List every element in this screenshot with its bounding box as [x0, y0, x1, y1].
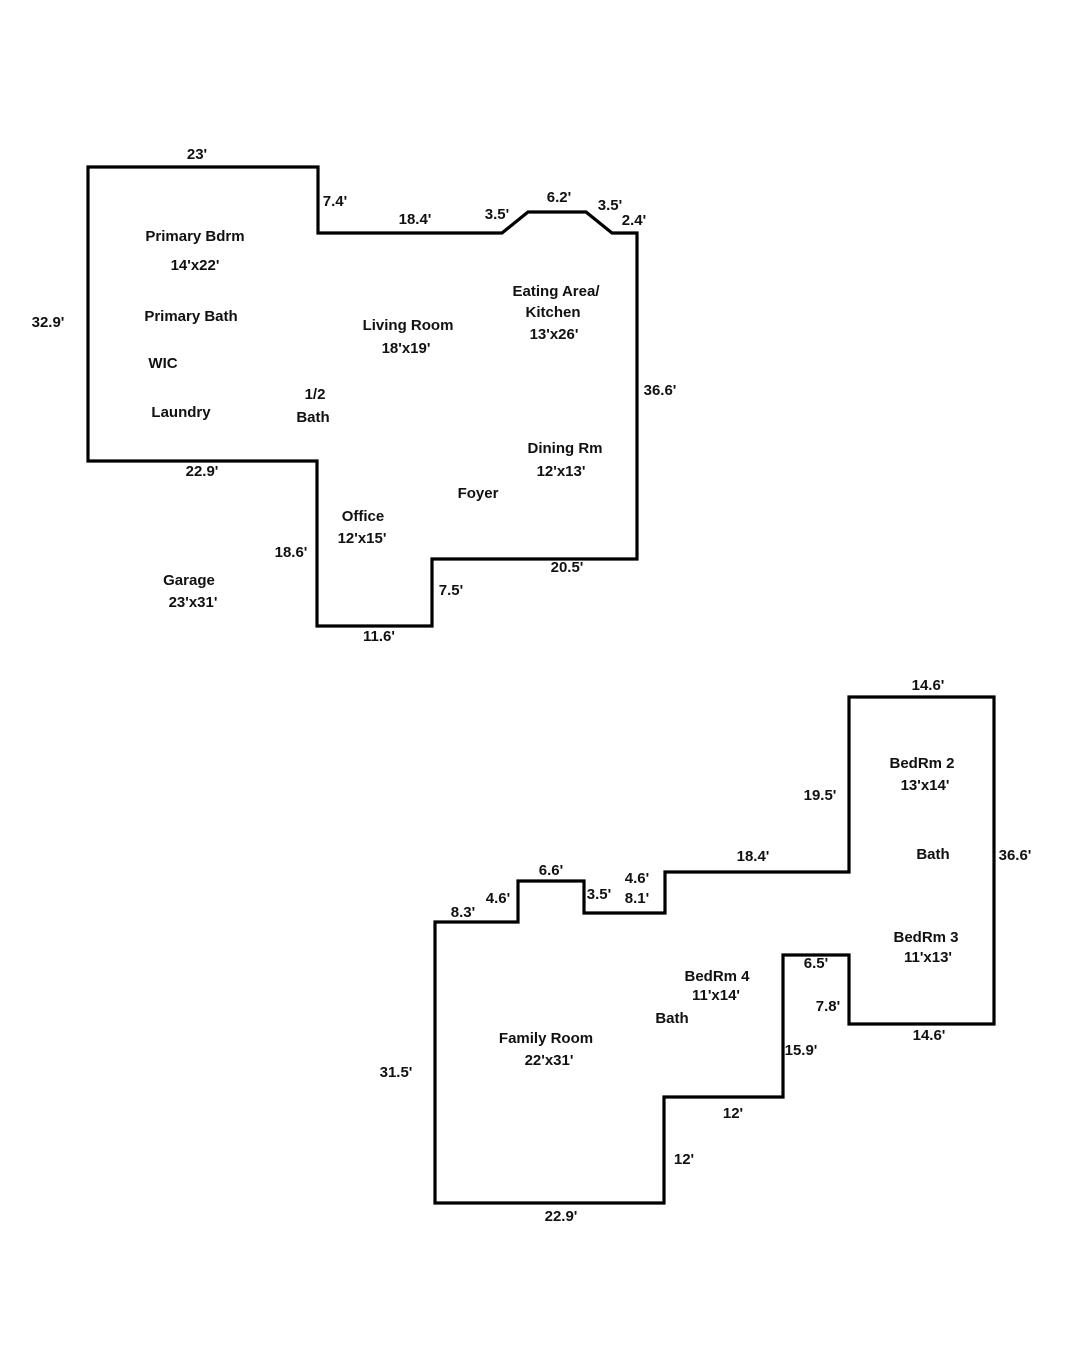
dim-main-top: 23' — [187, 146, 207, 163]
room-family-room-name: Family Room — [499, 1030, 593, 1047]
dim-main-office-bottom: 11.6' — [363, 628, 395, 645]
dim-upper-notch-right: 3.5' — [587, 886, 611, 903]
dim-main-bay-left-diag: 3.5' — [485, 206, 509, 223]
room-garage-name: Garage — [163, 572, 215, 589]
upper-floor-rooms: BedRm 2 13'x14' Bath BedRm 3 11'x13' Bed… — [499, 755, 959, 1069]
dim-upper-bed4-top: 6.5' — [804, 955, 828, 972]
room-dining-rm-name: Dining Rm — [528, 440, 603, 457]
dim-main-bay-right-diag: 3.5' — [598, 197, 622, 214]
dim-main-upper-run: 18.4' — [399, 211, 432, 228]
upper-floor-dimensions: 14.6' 19.5' 36.6' 18.4' 4.6' 8.1' 6.6' 3… — [380, 677, 1032, 1225]
dim-upper-family-left: 31.5' — [380, 1064, 413, 1081]
room-half-bath-line2: Bath — [296, 409, 329, 426]
room-half-bath-line1: 1/2 — [305, 386, 326, 403]
room-garage-size: 23'x31' — [169, 594, 218, 611]
room-primary-bdrm-name: Primary Bdrm — [145, 228, 244, 245]
room-bedrm2-name: BedRm 2 — [889, 755, 954, 772]
dim-main-bay-right-run: 2.4' — [622, 212, 646, 229]
dim-upper-notch-top: 6.6' — [539, 862, 563, 879]
room-wing-bath: Bath — [916, 846, 949, 863]
room-bedrm2-size: 13'x14' — [901, 777, 950, 794]
main-floor-plan: 23' 7.4' 18.4' 3.5' 6.2' 3.5' 2.4' 32.9'… — [32, 146, 677, 645]
dim-upper-inner-right-high: 15.9' — [785, 1042, 818, 1059]
main-floor-dimensions: 23' 7.4' 18.4' 3.5' 6.2' 3.5' 2.4' 32.9'… — [32, 146, 677, 645]
dim-upper-notch-left: 4.6' — [486, 890, 510, 907]
dim-main-bay-top: 6.2' — [547, 189, 571, 206]
dim-upper-inner-step: 12' — [723, 1105, 743, 1122]
room-living-room-size: 18'x19' — [382, 340, 431, 357]
dim-upper-wing-right: 36.6' — [999, 847, 1032, 864]
dim-upper-step-up-b: 8.1' — [625, 890, 649, 907]
room-wic: WIC — [148, 355, 177, 372]
dim-main-office-left: 18.6' — [275, 544, 308, 561]
dim-upper-wing-top: 14.6' — [912, 677, 945, 694]
upper-floor-plan: 14.6' 19.5' 36.6' 18.4' 4.6' 8.1' 6.6' 3… — [380, 677, 1032, 1225]
upper-floor-outline — [433, 695, 996, 1205]
room-office-name: Office — [342, 508, 385, 525]
dim-main-right-side: 36.6' — [644, 382, 677, 399]
room-bedrm3-name: BedRm 3 — [893, 929, 958, 946]
main-floor-rooms: Primary Bdrm 14'x22' Primary Bath WIC La… — [144, 228, 602, 611]
dim-upper-connector-run: 18.4' — [737, 848, 770, 865]
room-bedrm4-name: BedRm 4 — [684, 968, 750, 985]
room-primary-bdrm-size: 14'x22' — [171, 257, 220, 274]
dim-main-front-bottom: 20.5' — [551, 559, 584, 576]
room-primary-bath: Primary Bath — [144, 308, 237, 325]
room-dining-rm-size: 12'x13' — [537, 463, 586, 480]
room-eating-area-line1: Eating Area/ — [513, 283, 601, 300]
dim-main-left-side: 32.9' — [32, 314, 65, 331]
room-living-room-name: Living Room — [363, 317, 454, 334]
room-foyer: Foyer — [458, 485, 499, 502]
room-office-size: 12'x15' — [338, 530, 387, 547]
room-eating-area-size: 13'x26' — [530, 326, 579, 343]
room-laundry: Laundry — [151, 404, 211, 421]
dim-upper-inner-right-low: 12' — [674, 1151, 694, 1168]
dim-main-lower-left-run: 22.9' — [186, 463, 219, 480]
dim-upper-wing-left: 19.5' — [804, 787, 837, 804]
main-floor-outline — [86, 165, 639, 628]
room-family-room-size: 22'x31' — [525, 1052, 574, 1069]
dim-upper-wing-bottom: 14.6' — [913, 1027, 946, 1044]
dim-upper-bed3-step: 7.8' — [816, 998, 840, 1015]
room-bedrm3-size: 11'x13' — [904, 949, 952, 966]
room-eating-area-line2: Kitchen — [525, 304, 580, 321]
dim-upper-step-up-a: 4.6' — [625, 870, 649, 887]
room-hall-bath: Bath — [655, 1010, 688, 1027]
room-bedrm4-size: 11'x14' — [692, 987, 740, 1004]
dim-main-step-down: 7.4' — [323, 193, 347, 210]
dim-upper-family-top-left: 8.3' — [451, 904, 475, 921]
dim-main-office-step: 7.5' — [439, 582, 463, 599]
dim-upper-family-bottom: 22.9' — [545, 1208, 578, 1225]
